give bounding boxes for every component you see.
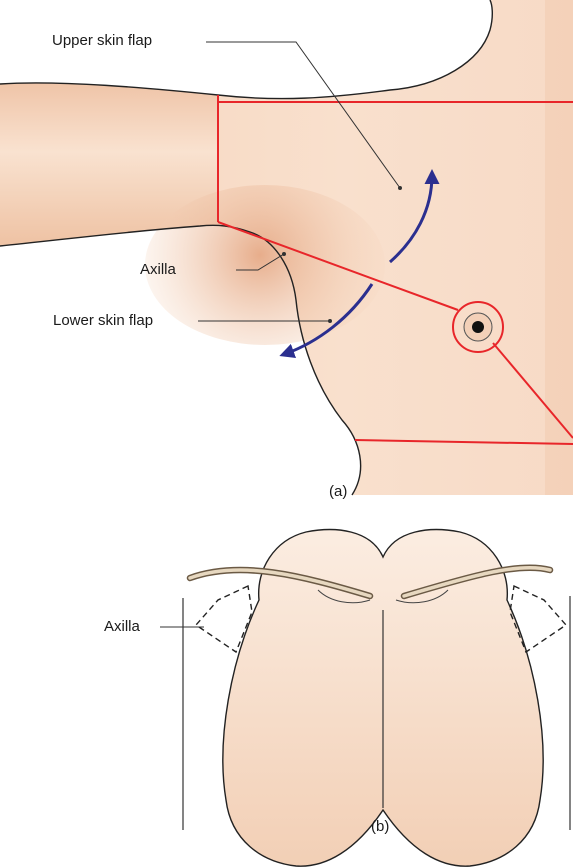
leader-axilla-dot [283, 253, 286, 256]
axilla-label-b: Axilla [104, 618, 140, 635]
panel-a [0, 0, 573, 495]
panel-a-tag: (a) [329, 483, 347, 500]
nipple [472, 321, 484, 333]
panel-b [160, 530, 570, 867]
lower-skin-flap-label: Lower skin flap [53, 312, 153, 329]
axilla-label-a: Axilla [140, 261, 176, 278]
panel-b-tag: (b) [371, 818, 389, 835]
upper-skin-flap-label: Upper skin flap [52, 32, 152, 49]
body-outline [0, 0, 492, 99]
leader-upper-dot [399, 187, 402, 190]
leader-lower-dot [329, 320, 332, 323]
